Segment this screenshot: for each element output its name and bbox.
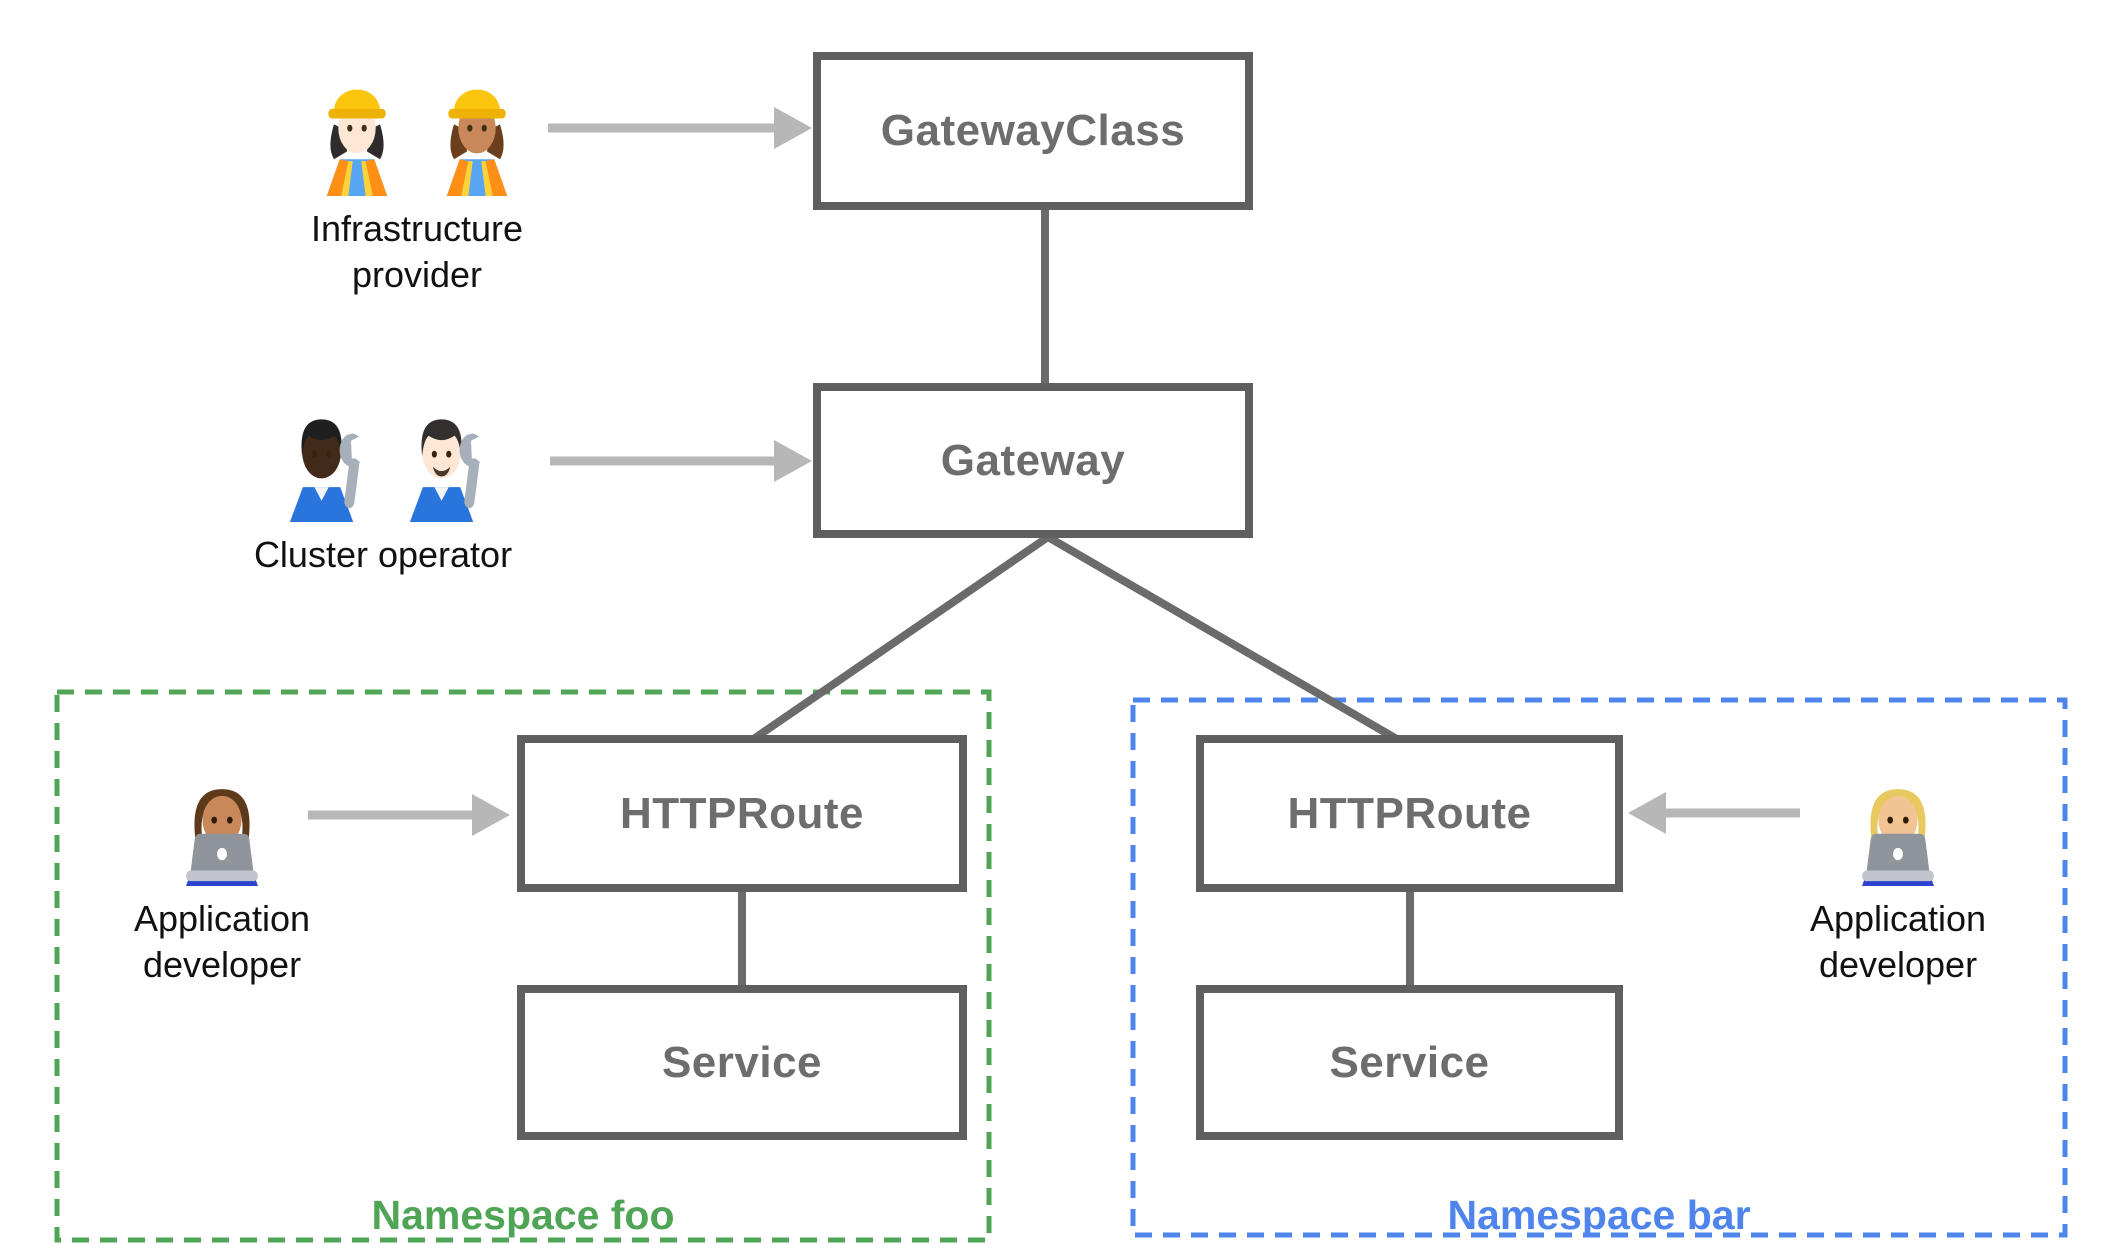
infrastructure-provider-label: Infrastructure provider — [310, 208, 524, 295]
node-httproute-foo: HTTPRoute — [517, 735, 967, 892]
persona-application-developer-foo: Application developer — [72, 762, 372, 988]
node-gatewayclass-label: GatewayClass — [880, 106, 1186, 155]
node-service-bar: Service — [1196, 985, 1623, 1140]
namespace-bar-label: Namespace bar — [1447, 1192, 1751, 1238]
persona-infrastructure-provider: Infrastructure provider — [262, 72, 572, 298]
woman-construction-worker-light-emoji — [311, 72, 403, 196]
woman-construction-worker-medium-emoji — [431, 72, 523, 196]
application-developer-foo-label: Application developer — [133, 898, 311, 985]
arrow-cluster-operator-to-gateway — [550, 440, 812, 482]
node-httproute-bar-label: HTTPRoute — [1287, 788, 1532, 838]
node-gatewayclass: GatewayClass — [813, 52, 1253, 210]
mechanic-dark-emoji — [277, 398, 369, 522]
application-developer-bar-emoji-row — [1848, 762, 1948, 886]
application-developer-foo-emoji-row — [172, 762, 272, 886]
man-technologist-medium-emoji — [172, 762, 272, 886]
woman-technologist-medium-light-emoji — [1848, 762, 1948, 886]
application-developer-bar-label: Application developer — [1809, 898, 1987, 985]
edge-gateway-httproute-foo — [752, 533, 1051, 742]
cluster-operator-label: Cluster operator — [253, 534, 513, 575]
persona-cluster-operator: Cluster operator — [228, 398, 538, 578]
arrow-infrastructure-provider-to-gatewayclass — [548, 107, 812, 149]
node-service-foo: Service — [517, 985, 967, 1140]
cluster-operator-emoji-row — [277, 398, 489, 522]
namespace-foo-label: Namespace foo — [371, 1192, 675, 1238]
edge-gateway-httproute-bar — [1045, 533, 1398, 742]
node-service-foo-label: Service — [661, 1037, 823, 1087]
node-gateway: Gateway — [813, 383, 1253, 538]
node-gateway-label: Gateway — [940, 435, 1126, 485]
persona-application-developer-bar: Application developer — [1748, 762, 2048, 988]
man-mechanic-light-emoji — [397, 398, 489, 522]
node-httproute-bar: HTTPRoute — [1196, 735, 1623, 892]
infrastructure-provider-emoji-row — [311, 72, 523, 196]
node-service-bar-label: Service — [1329, 1037, 1490, 1087]
node-httproute-foo-label: HTTPRoute — [619, 788, 865, 838]
